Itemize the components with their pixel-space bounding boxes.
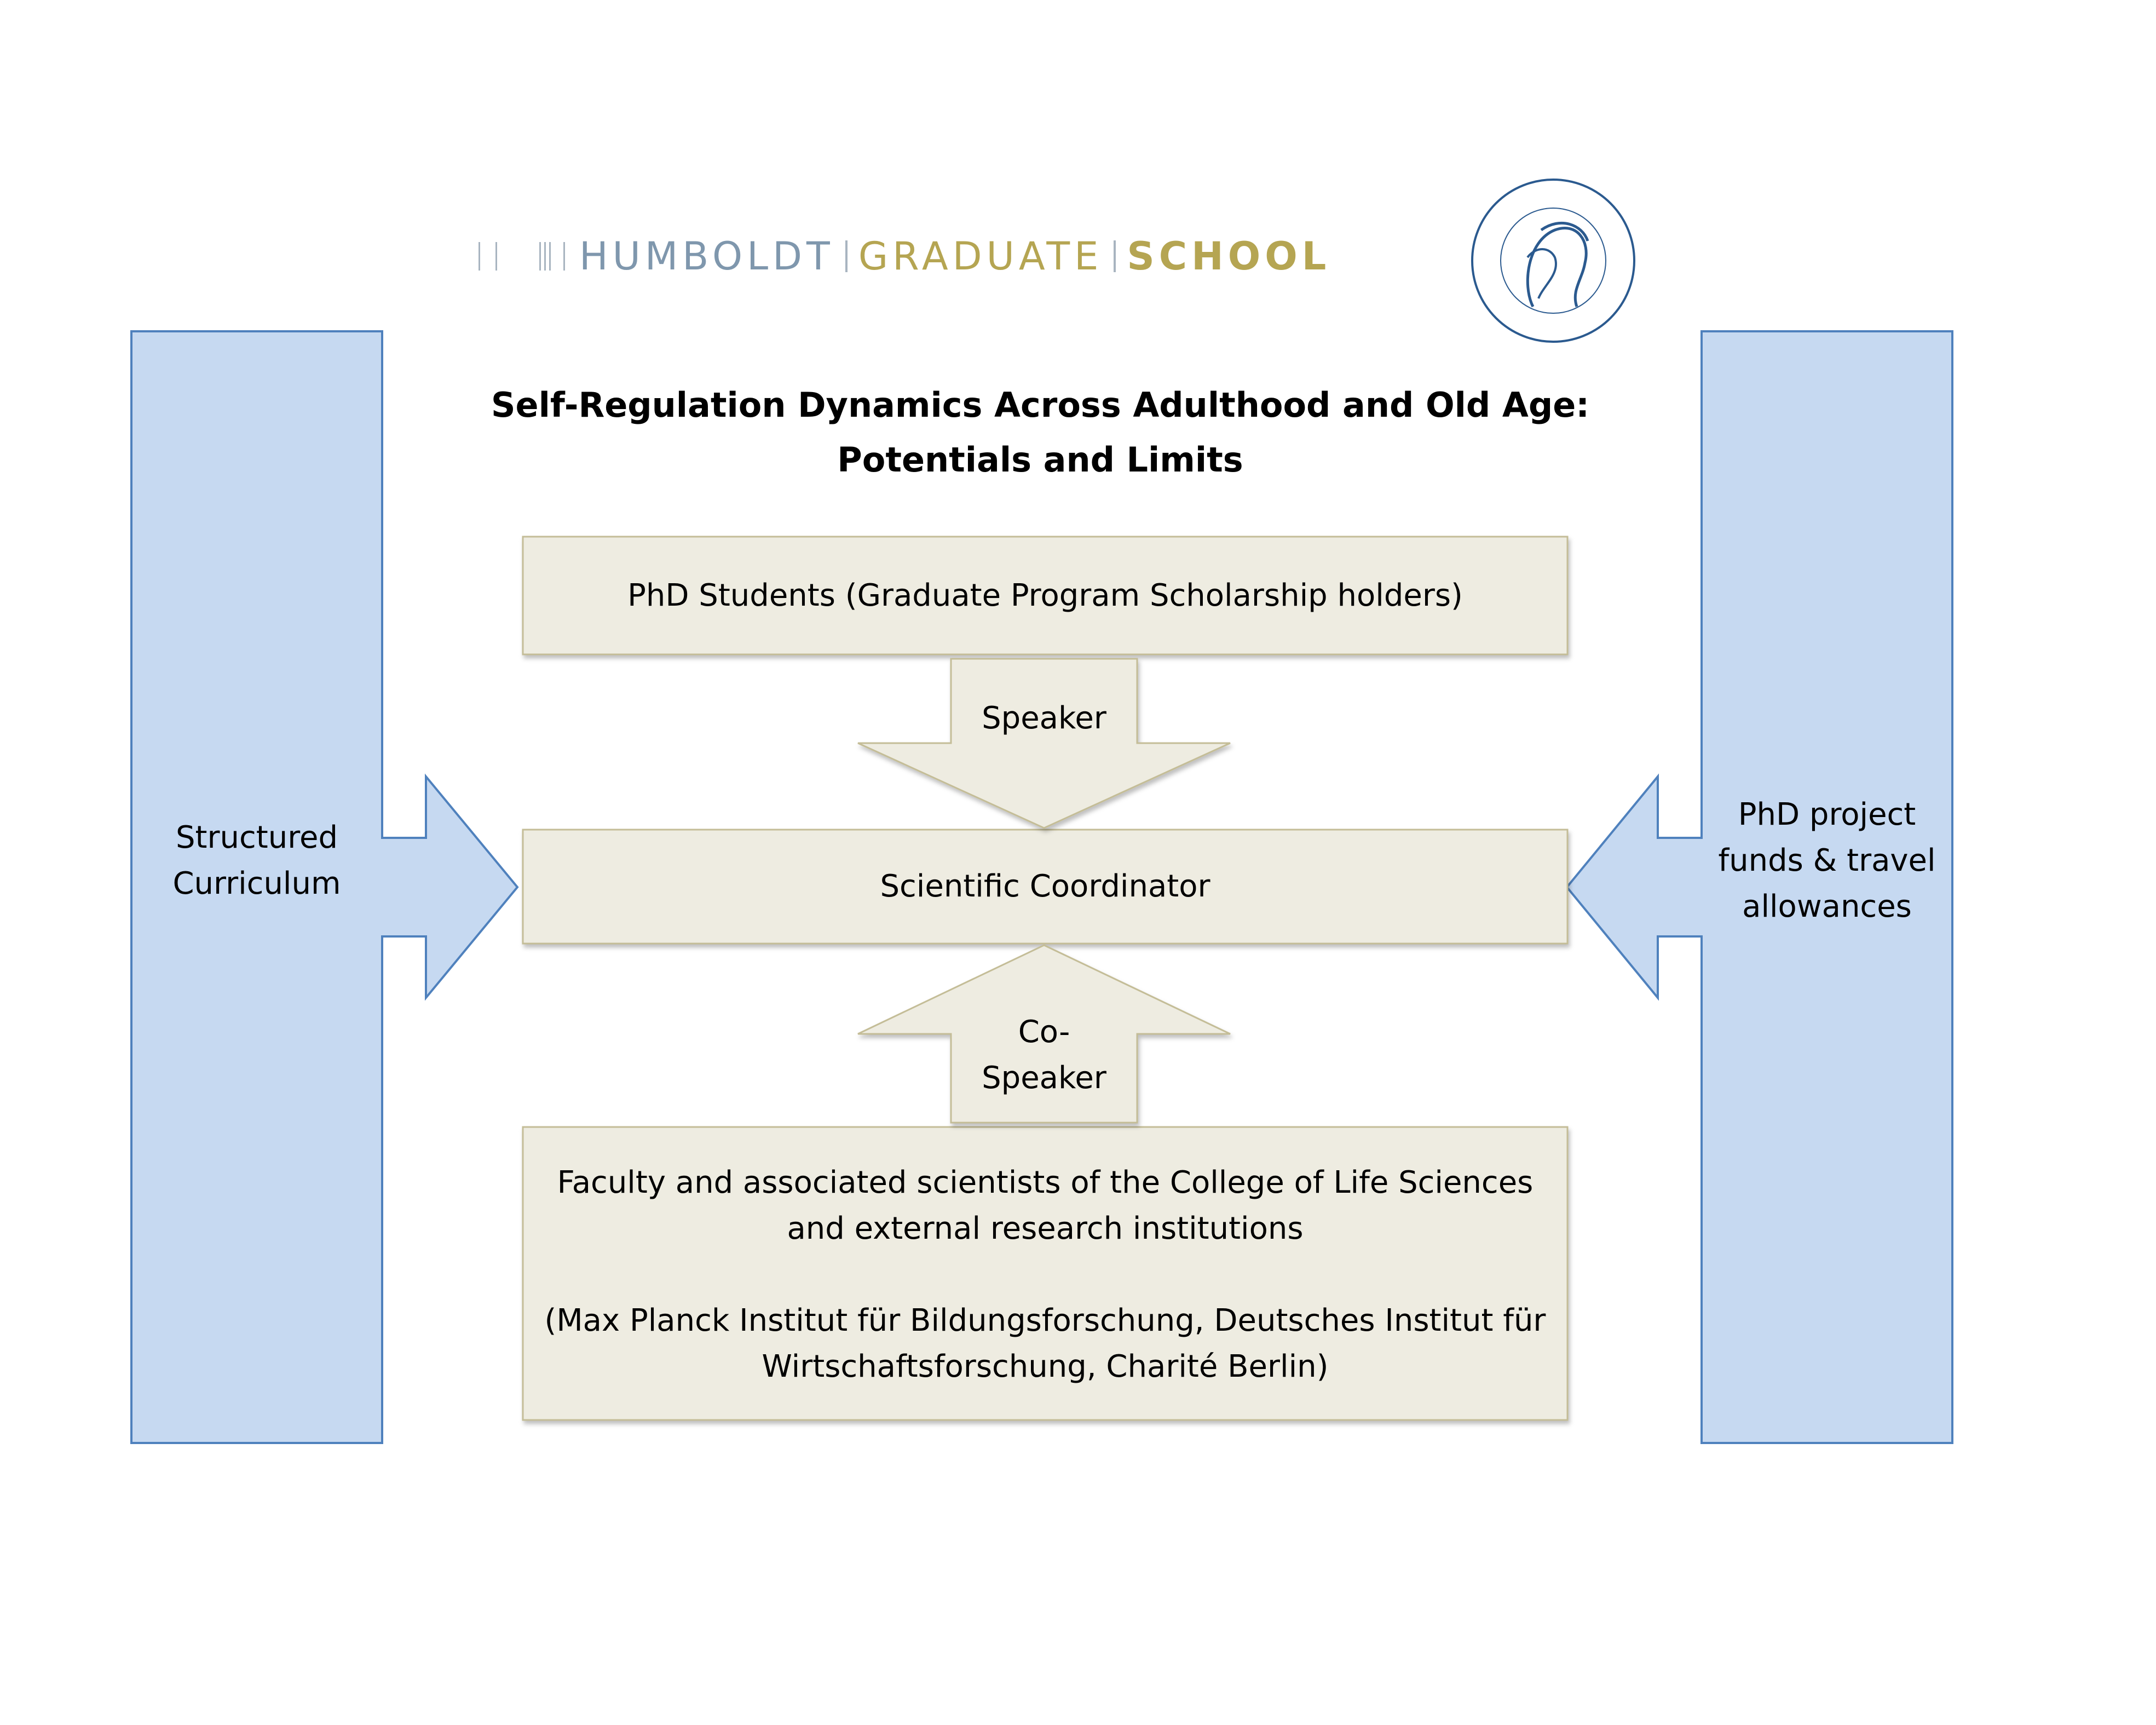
left-side-column [130,330,383,1444]
faculty-box [522,1126,1569,1421]
logo-bar-icon [479,242,480,271]
logo-bar-icon [495,242,497,271]
phd-students-box [522,536,1569,656]
title-line-2: Potentials and Limits [837,440,1243,480]
phd-students-label: PhD Students (Graduate Program Scholarsh… [523,537,1567,654]
co-speaker-up-arrow [857,944,1231,1124]
faculty-line-1: Faculty and associated scientists of the… [557,1165,1534,1200]
right-line-2: funds & travel [1718,843,1936,878]
phd-students-text: PhD Students (Graduate Program Scholarsh… [627,577,1463,613]
faculty-line-4: Wirtschaftsforschung, Charité Berlin) [762,1349,1329,1384]
university-seal [1471,179,1635,343]
diagram-title: Self-Regulation Dynamics Across Adulthoo… [383,378,1697,487]
logo-bar-icon [549,242,551,271]
right-line-1: PhD project [1738,797,1916,832]
left-line-1: Structured [175,820,338,855]
speaker-label: Speaker [951,695,1137,741]
faculty-line-2: and external research institutions [787,1211,1304,1246]
faculty-line-3: (Max Planck Institut für Bildungsforschu… [544,1303,1546,1338]
speaker-down-arrow [857,658,1231,829]
right-line-3: allowances [1742,889,1912,924]
coordinator-box [522,829,1569,945]
co-speaker-label: Co- Speaker [951,1009,1137,1101]
logo-bar-icon [563,242,565,271]
logo-word-school: SCHOOL [1127,234,1331,279]
co-speaker-line-2: Speaker [982,1060,1106,1096]
logo-bar-icon [539,242,541,271]
logo-word-humboldt: HUMBOLDT [579,234,834,279]
co-speaker-line-1: Co- [1018,1014,1070,1050]
coordinator-text: Scientific Coordinator [880,869,1210,904]
right-side-column [1700,330,1953,1444]
phd-funds-label: PhD project funds & travel allowances [1692,792,1962,930]
coordinator-label: Scientific Coordinator [523,830,1567,944]
right-arrow [1565,773,1703,1001]
title-line-1: Self-Regulation Dynamics Across Adulthoo… [491,385,1590,425]
left-line-2: Curriculum [172,866,341,901]
logo-bar-icon [544,242,546,271]
left-arrow [381,773,519,1001]
structured-curriculum-label: Structured Curriculum [131,815,382,907]
logo-word-graduate: GRADUATE [858,234,1103,279]
speaker-text: Speaker [982,700,1106,736]
graduate-school-logo: HUMBOLDT GRADUATE SCHOOL [471,229,1330,284]
faculty-label: Faculty and associated scientists of the… [523,1160,1567,1390]
logo-separator [1114,240,1116,272]
logo-separator [845,240,848,272]
